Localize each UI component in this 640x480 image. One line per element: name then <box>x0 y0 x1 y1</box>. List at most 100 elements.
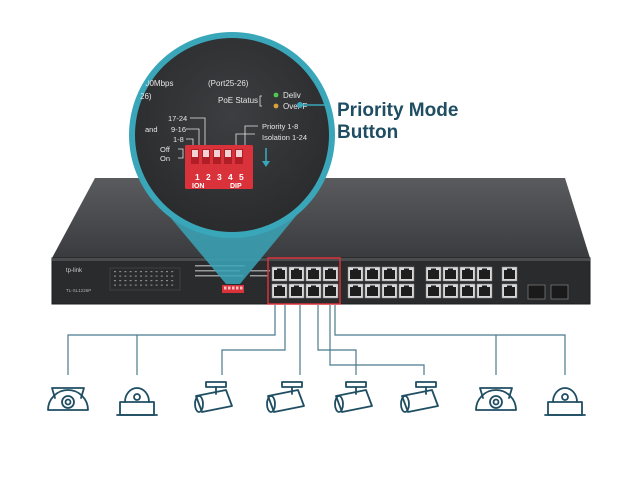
ethernet-port[interactable] <box>288 283 305 299</box>
sfp-port[interactable] <box>550 284 569 300</box>
dip-toggle[interactable] <box>225 150 231 157</box>
port-led <box>155 271 158 273</box>
callout-title-line1: Priority Mode <box>337 100 459 121</box>
ethernet-port[interactable] <box>288 266 305 282</box>
port-led <box>124 271 127 273</box>
ethernet-port[interactable] <box>305 283 322 299</box>
port-led <box>114 271 116 273</box>
dome-camera-icon <box>544 387 586 416</box>
port-led <box>160 280 163 282</box>
dome-camera-icon <box>475 387 517 411</box>
dip-toggle[interactable] <box>192 150 198 157</box>
deliver-label: Deliv <box>283 91 301 100</box>
range-9-16-label: 9-16 <box>171 125 186 134</box>
ethernet-port[interactable] <box>347 283 364 299</box>
port-led <box>140 271 142 273</box>
port-led <box>140 284 142 286</box>
on-label: On <box>160 154 170 163</box>
port-led <box>124 275 127 277</box>
ethernet-port[interactable] <box>347 266 364 282</box>
port-led <box>150 275 153 277</box>
zoom-callout: 00Mbps (Port25-26) 26) PoE Status Deliv … <box>129 32 335 284</box>
ethernet-port[interactable] <box>442 266 459 282</box>
dip-switch[interactable]: 1 2 3 4 5 ION DIP <box>185 145 253 190</box>
arrow-down-icon <box>262 148 270 167</box>
off-label: Off <box>160 145 171 154</box>
ethernet-port[interactable] <box>442 283 459 299</box>
port-led <box>145 275 148 277</box>
port-led <box>119 275 122 277</box>
port-led <box>155 275 158 277</box>
port-led <box>166 284 168 286</box>
ethernet-port[interactable] <box>322 266 339 282</box>
port-led <box>171 280 174 282</box>
ethernet-port[interactable] <box>381 266 398 282</box>
range-17-24-label: 17-24 <box>168 114 187 123</box>
dip-on-label: ION <box>192 183 204 190</box>
bullet-camera-icon <box>334 381 373 413</box>
port-led <box>150 284 153 286</box>
bullet-camera-icon <box>400 381 439 413</box>
port-led <box>119 271 122 273</box>
dip-num-5: 5 <box>239 172 244 182</box>
ethernet-port[interactable] <box>501 266 518 282</box>
ethernet-port[interactable] <box>501 283 518 299</box>
led-panel <box>109 267 181 291</box>
dip-toggle[interactable] <box>236 150 242 157</box>
ethernet-port[interactable] <box>398 283 415 299</box>
port-led <box>155 280 158 282</box>
ethernet-port[interactable] <box>425 283 442 299</box>
connection-lines <box>67 257 566 375</box>
port-led <box>145 271 148 273</box>
port-led <box>145 280 148 282</box>
port-led <box>129 280 132 282</box>
dip-toggle[interactable] <box>203 150 209 157</box>
port-led <box>160 275 163 277</box>
ethernet-port[interactable] <box>398 266 415 282</box>
dip-num-3: 3 <box>217 172 222 182</box>
port-led <box>129 271 132 273</box>
ethernet-port[interactable] <box>425 266 442 282</box>
over-led-icon <box>273 103 279 109</box>
port-led <box>160 271 163 273</box>
ethernet-port[interactable] <box>476 266 493 282</box>
dip-num-4: 4 <box>228 172 233 182</box>
front-dip-switch[interactable] <box>222 285 244 293</box>
port-led <box>140 275 142 277</box>
bullet-camera-icon <box>266 381 305 413</box>
ethernet-port[interactable] <box>322 283 339 299</box>
ethernet-port[interactable] <box>271 283 288 299</box>
ethernet-port[interactable] <box>271 266 288 282</box>
dip-toggle[interactable] <box>214 150 220 157</box>
dome-camera-icon <box>47 387 89 411</box>
port-led <box>166 275 168 277</box>
ethernet-port[interactable] <box>305 266 322 282</box>
callout-title: Priority Mode Button <box>337 100 537 144</box>
priority-label: Priority 1-8 <box>262 122 298 131</box>
ethernet-port[interactable] <box>364 266 381 282</box>
sfp-port[interactable] <box>527 284 546 300</box>
port-led <box>171 271 174 273</box>
port-led <box>166 280 168 282</box>
port-led <box>119 284 122 286</box>
ethernet-port[interactable] <box>476 283 493 299</box>
port-led <box>134 280 137 282</box>
isolation-label: Isolation 1-24 <box>262 133 307 142</box>
device-row <box>47 381 586 416</box>
ethernet-port[interactable] <box>364 283 381 299</box>
port-led <box>124 280 127 282</box>
port-led <box>171 284 174 286</box>
ethernet-port[interactable] <box>459 266 476 282</box>
port-led <box>140 280 142 282</box>
callout-title-line2: Button <box>337 122 399 143</box>
port-led <box>134 271 137 273</box>
sfp-ports <box>527 284 569 300</box>
port-led <box>114 280 116 282</box>
dome-camera-icon <box>116 387 158 416</box>
port-led <box>134 275 137 277</box>
ethernet-port[interactable] <box>381 283 398 299</box>
port-led <box>160 284 163 286</box>
model-label: TL-SL1226P <box>66 288 91 293</box>
ethernet-port[interactable] <box>459 283 476 299</box>
